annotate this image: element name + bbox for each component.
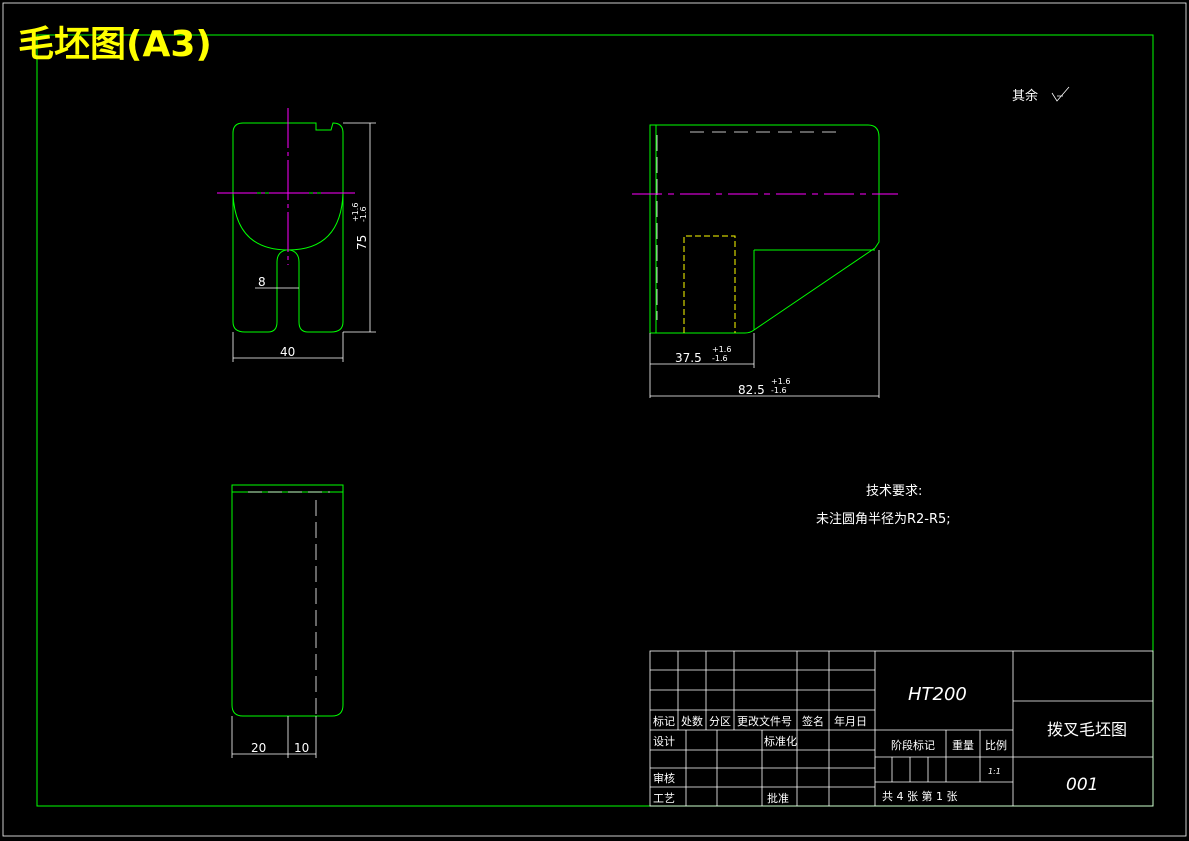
tb-scale-label: 比例 — [985, 738, 1007, 752]
side-total-tol-upper: +1.6 — [771, 377, 790, 386]
front-view-upper-outline — [232, 122, 344, 194]
tb-header-zone: 分区 — [709, 715, 731, 728]
side-view: 37.5 +1.6 -1.6 82.5 +1.6 -1.6 — [632, 124, 898, 398]
tb-weight: 重量 — [952, 738, 974, 752]
front-height-tol-upper: +1.6 — [351, 203, 360, 222]
tb-drawing-name: 拨叉毛坯图 — [1047, 720, 1127, 739]
tb-header-mark: 标记 — [653, 714, 675, 728]
tb-header-date: 年月日 — [834, 714, 867, 728]
tb-drawing-number: 001 — [1066, 775, 1098, 795]
tb-approve: 批准 — [767, 791, 789, 805]
tb-scale-value: 1:1 — [988, 767, 1001, 776]
title-block-frame — [649, 650, 1154, 807]
top-view-outline — [231, 484, 344, 717]
tb-header-count: 处数 — [681, 715, 703, 728]
front-height-dim: 75 — [355, 235, 369, 250]
top-right-dim: 10 — [294, 741, 309, 755]
side-view-hidden-slot — [683, 235, 736, 333]
tb-header-sign: 签名 — [802, 714, 824, 728]
side-step-tol-upper: +1.6 — [712, 345, 731, 354]
sheet-title: 毛坯图(A3) — [18, 24, 212, 65]
roughness-check-symbol — [1051, 86, 1070, 102]
front-slot-dim: 8 — [258, 275, 266, 289]
front-width-dim: 40 — [280, 345, 295, 359]
title-block: 标记 处数 分区 更改文件号 签名 年月日 设计 标准化 审核 工艺 批准 HT… — [649, 650, 1154, 807]
side-total-dim: 82.5 — [738, 383, 765, 397]
side-total-tol-lower: -1.6 — [771, 386, 787, 395]
side-step-dim: 37.5 — [675, 351, 702, 365]
tech-req-heading: 技术要求: — [866, 484, 922, 499]
tb-process: 工艺 — [653, 792, 675, 805]
tech-req-line1: 未注圆角半径为R2-R5; — [816, 512, 951, 527]
front-height-tol-lower: -1.6 — [359, 206, 368, 222]
tb-sheets: 共 4 张 第 1 张 — [882, 789, 957, 803]
side-step-tol-lower: -1.6 — [712, 354, 728, 363]
side-view-outline — [649, 124, 880, 334]
front-view: 75 +1.6 -1.6 40 8 — [217, 108, 376, 362]
front-view-left-leg — [232, 193, 287, 333]
top-left-dim: 20 — [251, 741, 266, 755]
tb-material: HT200 — [908, 684, 967, 705]
front-view-right-leg — [289, 193, 344, 333]
tb-stage-mark: 阶段标记 — [891, 738, 935, 752]
tb-review: 审核 — [653, 771, 675, 785]
top-view: 20 10 — [231, 484, 344, 758]
tb-standardization: 标准化 — [764, 734, 797, 748]
roughness-note: 其余 — [1012, 88, 1038, 104]
tb-header-change-doc: 更改文件号 — [737, 714, 792, 728]
tb-design: 设计 — [653, 735, 675, 748]
inner-frame — [36, 34, 1154, 807]
